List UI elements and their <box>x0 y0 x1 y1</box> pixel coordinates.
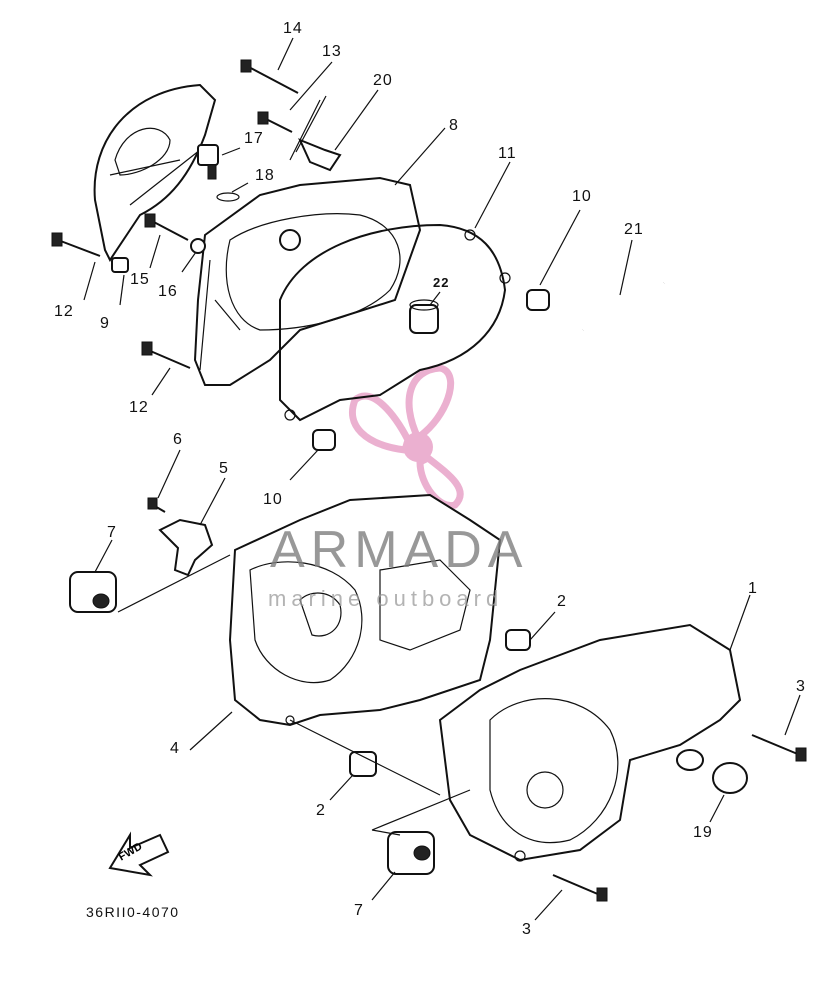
callout-7: 7 <box>107 524 117 541</box>
bolt-6 <box>147 497 166 513</box>
callout-14: 14 <box>283 20 303 37</box>
bolt-14 <box>240 59 299 94</box>
fwd-arrow-icon <box>108 831 170 877</box>
clamp-20 <box>298 138 342 172</box>
crankcase-left <box>228 493 502 727</box>
callout-13: 13 <box>322 43 342 60</box>
flywheel-cover <box>93 83 217 273</box>
bushing-7b <box>387 831 435 875</box>
callout-15: 15 <box>130 271 150 288</box>
leader-lines <box>83 37 801 921</box>
callout-12: 12 <box>54 303 74 320</box>
bracket-5 <box>158 518 214 577</box>
callout-10: 10 <box>572 188 592 205</box>
gasket-plate <box>193 176 422 386</box>
callout-18: 18 <box>255 167 275 184</box>
callout-8: 8 <box>449 117 459 134</box>
propeller-logo <box>349 364 464 510</box>
part-code: 36RII0-4070 <box>86 904 180 920</box>
case-gasket <box>279 223 511 422</box>
callout-19: 19 <box>693 824 713 841</box>
dowel-10a <box>526 289 550 311</box>
callout-1: 1 <box>748 580 758 597</box>
callout-10: 10 <box>263 491 283 508</box>
callout-5: 5 <box>219 460 229 477</box>
callout-20: 20 <box>373 72 393 89</box>
oring-18 <box>216 192 240 202</box>
callout-3: 3 <box>796 678 806 695</box>
callout-21: 21 <box>624 221 644 238</box>
callout-2: 2 <box>557 593 567 610</box>
bolt-12b <box>141 341 191 369</box>
callout-6: 6 <box>173 431 183 448</box>
callout-12: 12 <box>129 399 149 416</box>
callout-3: 3 <box>522 921 532 938</box>
bolt-3b <box>552 874 608 902</box>
bushing-7a <box>69 571 117 613</box>
bearing-22 <box>409 299 439 334</box>
bolt-12a <box>51 232 101 257</box>
bolt-13 <box>257 111 293 133</box>
crankcase-right <box>438 623 742 862</box>
callout-11: 11 <box>498 145 517 162</box>
plug-19 <box>712 762 748 794</box>
bolt-15 <box>144 213 189 241</box>
callout-7: 7 <box>354 902 364 919</box>
callout-2: 2 <box>316 802 326 819</box>
dowel-2a <box>505 629 531 651</box>
callout-17: 17 <box>244 130 264 147</box>
washer-16 <box>190 238 206 254</box>
callout-9: 9 <box>100 315 110 332</box>
callout-22: 22 <box>433 275 450 290</box>
sensor-17 <box>197 144 219 180</box>
watermark-tagline: marine outboard <box>268 586 504 611</box>
callout-4: 4 <box>170 740 180 757</box>
pin-21 <box>582 281 665 332</box>
bolt-3a <box>751 734 807 762</box>
watermark-brand: ARMADA <box>270 521 529 579</box>
dowel-2b <box>349 751 377 777</box>
callout-16: 16 <box>158 283 178 300</box>
dowel-10b <box>312 429 336 451</box>
